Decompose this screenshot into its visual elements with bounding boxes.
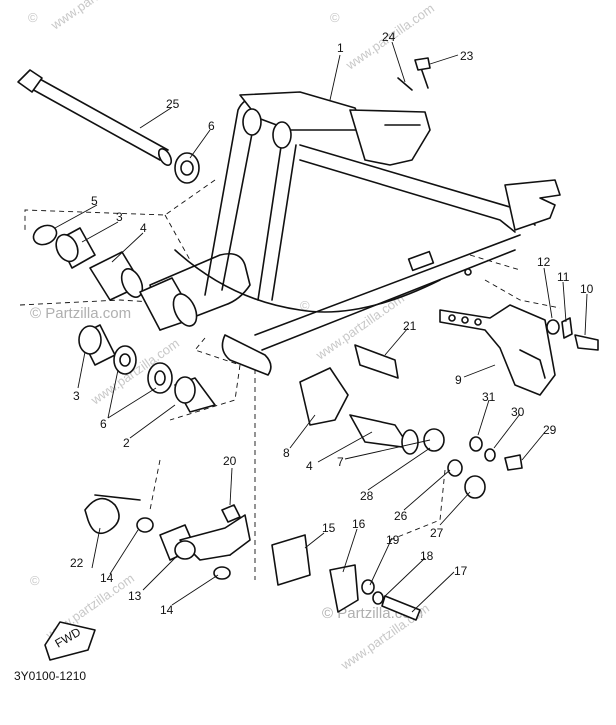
callout-2: 2: [123, 436, 130, 450]
callout-11: 11: [557, 270, 570, 284]
callout-1: 1: [337, 41, 344, 55]
callout-19: 19: [386, 533, 400, 547]
callout-10: 10: [580, 282, 594, 296]
callout-27: 27: [430, 526, 444, 540]
callout-21: 21: [403, 319, 417, 333]
callout-6: 6: [100, 417, 107, 431]
watermark-brand: © Partzilla.com: [30, 305, 131, 322]
callout-6: 6: [208, 119, 215, 133]
callout-4: 4: [140, 221, 147, 235]
callout-28: 28: [360, 489, 374, 503]
watermark-symbol: ©: [30, 573, 40, 588]
footrest-bracket: [329, 57, 599, 621]
callout-29: 29: [543, 423, 557, 437]
callout-5: 5: [91, 194, 98, 208]
callout-15: 15: [322, 521, 336, 535]
callout-22: 22: [70, 556, 84, 570]
callout-24: 24: [382, 30, 396, 44]
part-code: 3Y0100-1210: [14, 669, 86, 683]
callout-17: 17: [454, 564, 468, 578]
pivot-shaft: [17, 69, 173, 166]
callout-7: 7: [337, 455, 344, 469]
brake-pedal-hardware: [84, 494, 311, 586]
fwd-arrow: FWD: [44, 621, 96, 661]
callout-3: 3: [116, 210, 123, 224]
callout-9: 9: [455, 373, 462, 387]
assembly-guides: [19, 179, 561, 580]
callout-leaders: [54, 41, 588, 613]
callout-20: 20: [223, 454, 237, 468]
callout-31: 31: [482, 390, 496, 404]
bushings: [32, 152, 419, 455]
watermark-symbol: ©: [330, 10, 340, 25]
callout-3: 3: [73, 389, 80, 403]
callout-14: 14: [160, 603, 174, 617]
watermark-symbol: ©: [28, 10, 38, 25]
callout-14: 14: [100, 571, 114, 585]
callout-26: 26: [394, 509, 408, 523]
callout-4: 4: [306, 459, 313, 473]
callout-12: 12: [537, 255, 551, 269]
callout-13: 13: [128, 589, 142, 603]
callout-25: 25: [166, 97, 180, 111]
watermark-symbol: ©: [300, 298, 310, 313]
callout-8: 8: [283, 446, 290, 460]
callout-30: 30: [511, 405, 525, 419]
callout-18: 18: [420, 549, 434, 563]
callout-23: 23: [460, 49, 474, 63]
watermark-site: www.partzilla.com: [47, 0, 142, 33]
callout-16: 16: [352, 517, 366, 531]
callout-labels: 1 2 3 3 4 4 5 6 6 7 8 9 10 11 12 13 14 1…: [70, 30, 594, 617]
